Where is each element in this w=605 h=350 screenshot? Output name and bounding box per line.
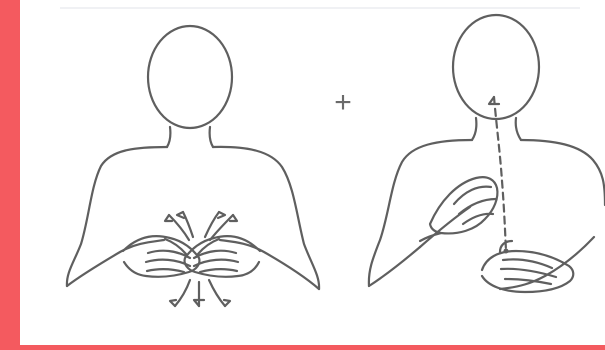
right-figure-neck-right bbox=[516, 118, 521, 140]
upper-hand-fingers bbox=[454, 187, 496, 224]
right-figure-upper-arm bbox=[369, 247, 420, 286]
arrowhead-down-right bbox=[224, 300, 230, 306]
upper-hand-wrist bbox=[420, 233, 441, 241]
right-figure-forearm bbox=[420, 207, 470, 247]
lower-hand-fingers bbox=[501, 259, 556, 284]
movement-arrow-down-left bbox=[175, 280, 190, 306]
dashed-movement-line bbox=[494, 97, 506, 251]
arrowhead-up-left bbox=[177, 212, 184, 218]
left-hand-fingers bbox=[146, 251, 190, 272]
right-figure-right-shoulder bbox=[521, 140, 605, 205]
figure-left bbox=[67, 26, 319, 306]
movement-arrow-down-right bbox=[209, 280, 225, 306]
left-figure-neck-right bbox=[210, 127, 213, 147]
movement-start-dot bbox=[504, 249, 509, 254]
left-figure-shoulders bbox=[67, 147, 167, 286]
figure-right bbox=[369, 15, 605, 292]
right-hand-fingers bbox=[194, 251, 238, 272]
plus-sign: + bbox=[334, 86, 352, 119]
arrowhead-down-left bbox=[170, 300, 176, 306]
left-figure-neck-left bbox=[167, 127, 170, 147]
right-figure-lower-arm bbox=[500, 237, 594, 289]
left-figure-head bbox=[148, 26, 232, 128]
left-figure-left-arm bbox=[67, 240, 164, 286]
arrowhead-up-right bbox=[218, 212, 225, 218]
right-figure-shoulders bbox=[369, 140, 472, 286]
right-figure-neck-left bbox=[472, 118, 476, 140]
